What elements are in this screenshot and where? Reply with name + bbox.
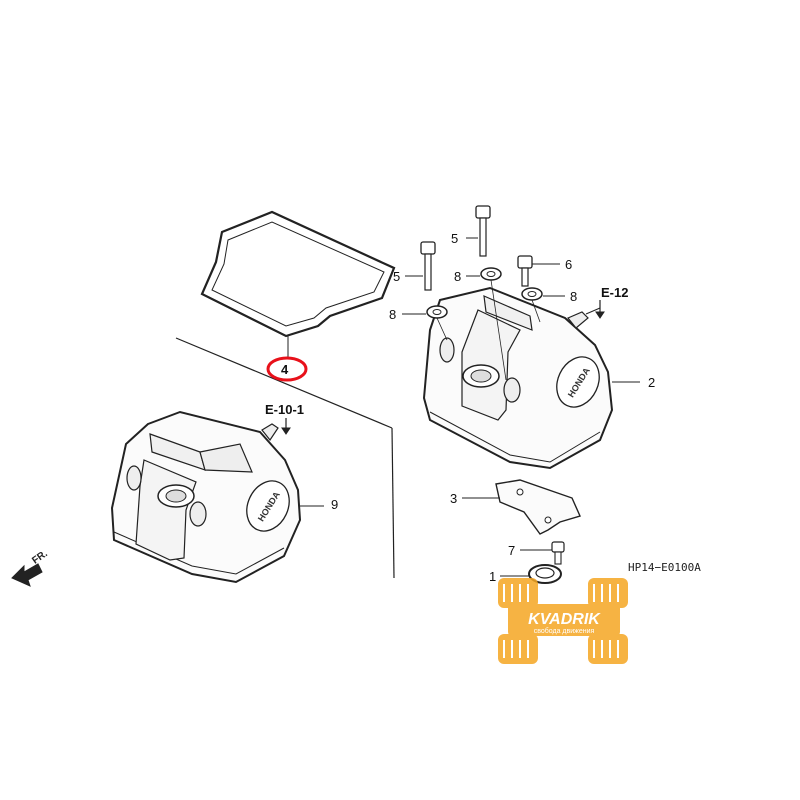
kvadrik-watermark: KVADRIK свобода движения: [498, 578, 628, 664]
bolt-part-7[interactable]: [520, 541, 565, 565]
part-label-6: 6: [565, 257, 573, 272]
bolt-part-5-lower[interactable]: [405, 241, 436, 291]
bolt-part-6[interactable]: [517, 255, 560, 287]
reference-arrows: [281, 300, 605, 435]
washer-part-8-b[interactable]: [402, 305, 448, 319]
gasket-part-4[interactable]: [200, 210, 396, 358]
washer-part-8-a[interactable]: [466, 267, 502, 281]
washer-part-8-c[interactable]: [521, 287, 565, 301]
highlight-circle: [266, 356, 308, 382]
bolt-part-5-upper[interactable]: [466, 205, 491, 257]
part-label-8-b: 8: [389, 307, 397, 322]
bolts-and-washers[interactable]: [402, 205, 565, 381]
part-label-5-lower: 5: [393, 269, 401, 284]
watermark-tagline: свобода движения: [534, 627, 595, 635]
divider-lines: [175, 337, 395, 579]
bracket-part-3[interactable]: [462, 479, 581, 535]
cylinder-head-cover-part-2[interactable]: [422, 286, 640, 470]
part-label-8-a: 8: [454, 269, 462, 284]
cylinder-head-cover-part-9[interactable]: [110, 410, 324, 584]
part-label-8-c: 8: [570, 289, 578, 304]
part-label-4: 4: [281, 362, 289, 377]
front-arrow-icon: [11, 563, 43, 587]
part-label-3: 3: [450, 491, 458, 506]
watermark-brand: KVADRIK: [528, 611, 601, 628]
part-label-1: 1: [489, 569, 497, 584]
part-label-9: 9: [331, 497, 339, 512]
reference-e-10-1: E-10-1: [265, 402, 305, 417]
seal-part-1[interactable]: [500, 564, 562, 584]
part-label-5-upper: 5: [451, 231, 459, 246]
reference-e-12: E-12: [601, 285, 629, 300]
part-label-2: 2: [648, 375, 656, 390]
part-label-7: 7: [508, 543, 516, 558]
diagram-code: HP14−E0100A: [628, 561, 701, 574]
